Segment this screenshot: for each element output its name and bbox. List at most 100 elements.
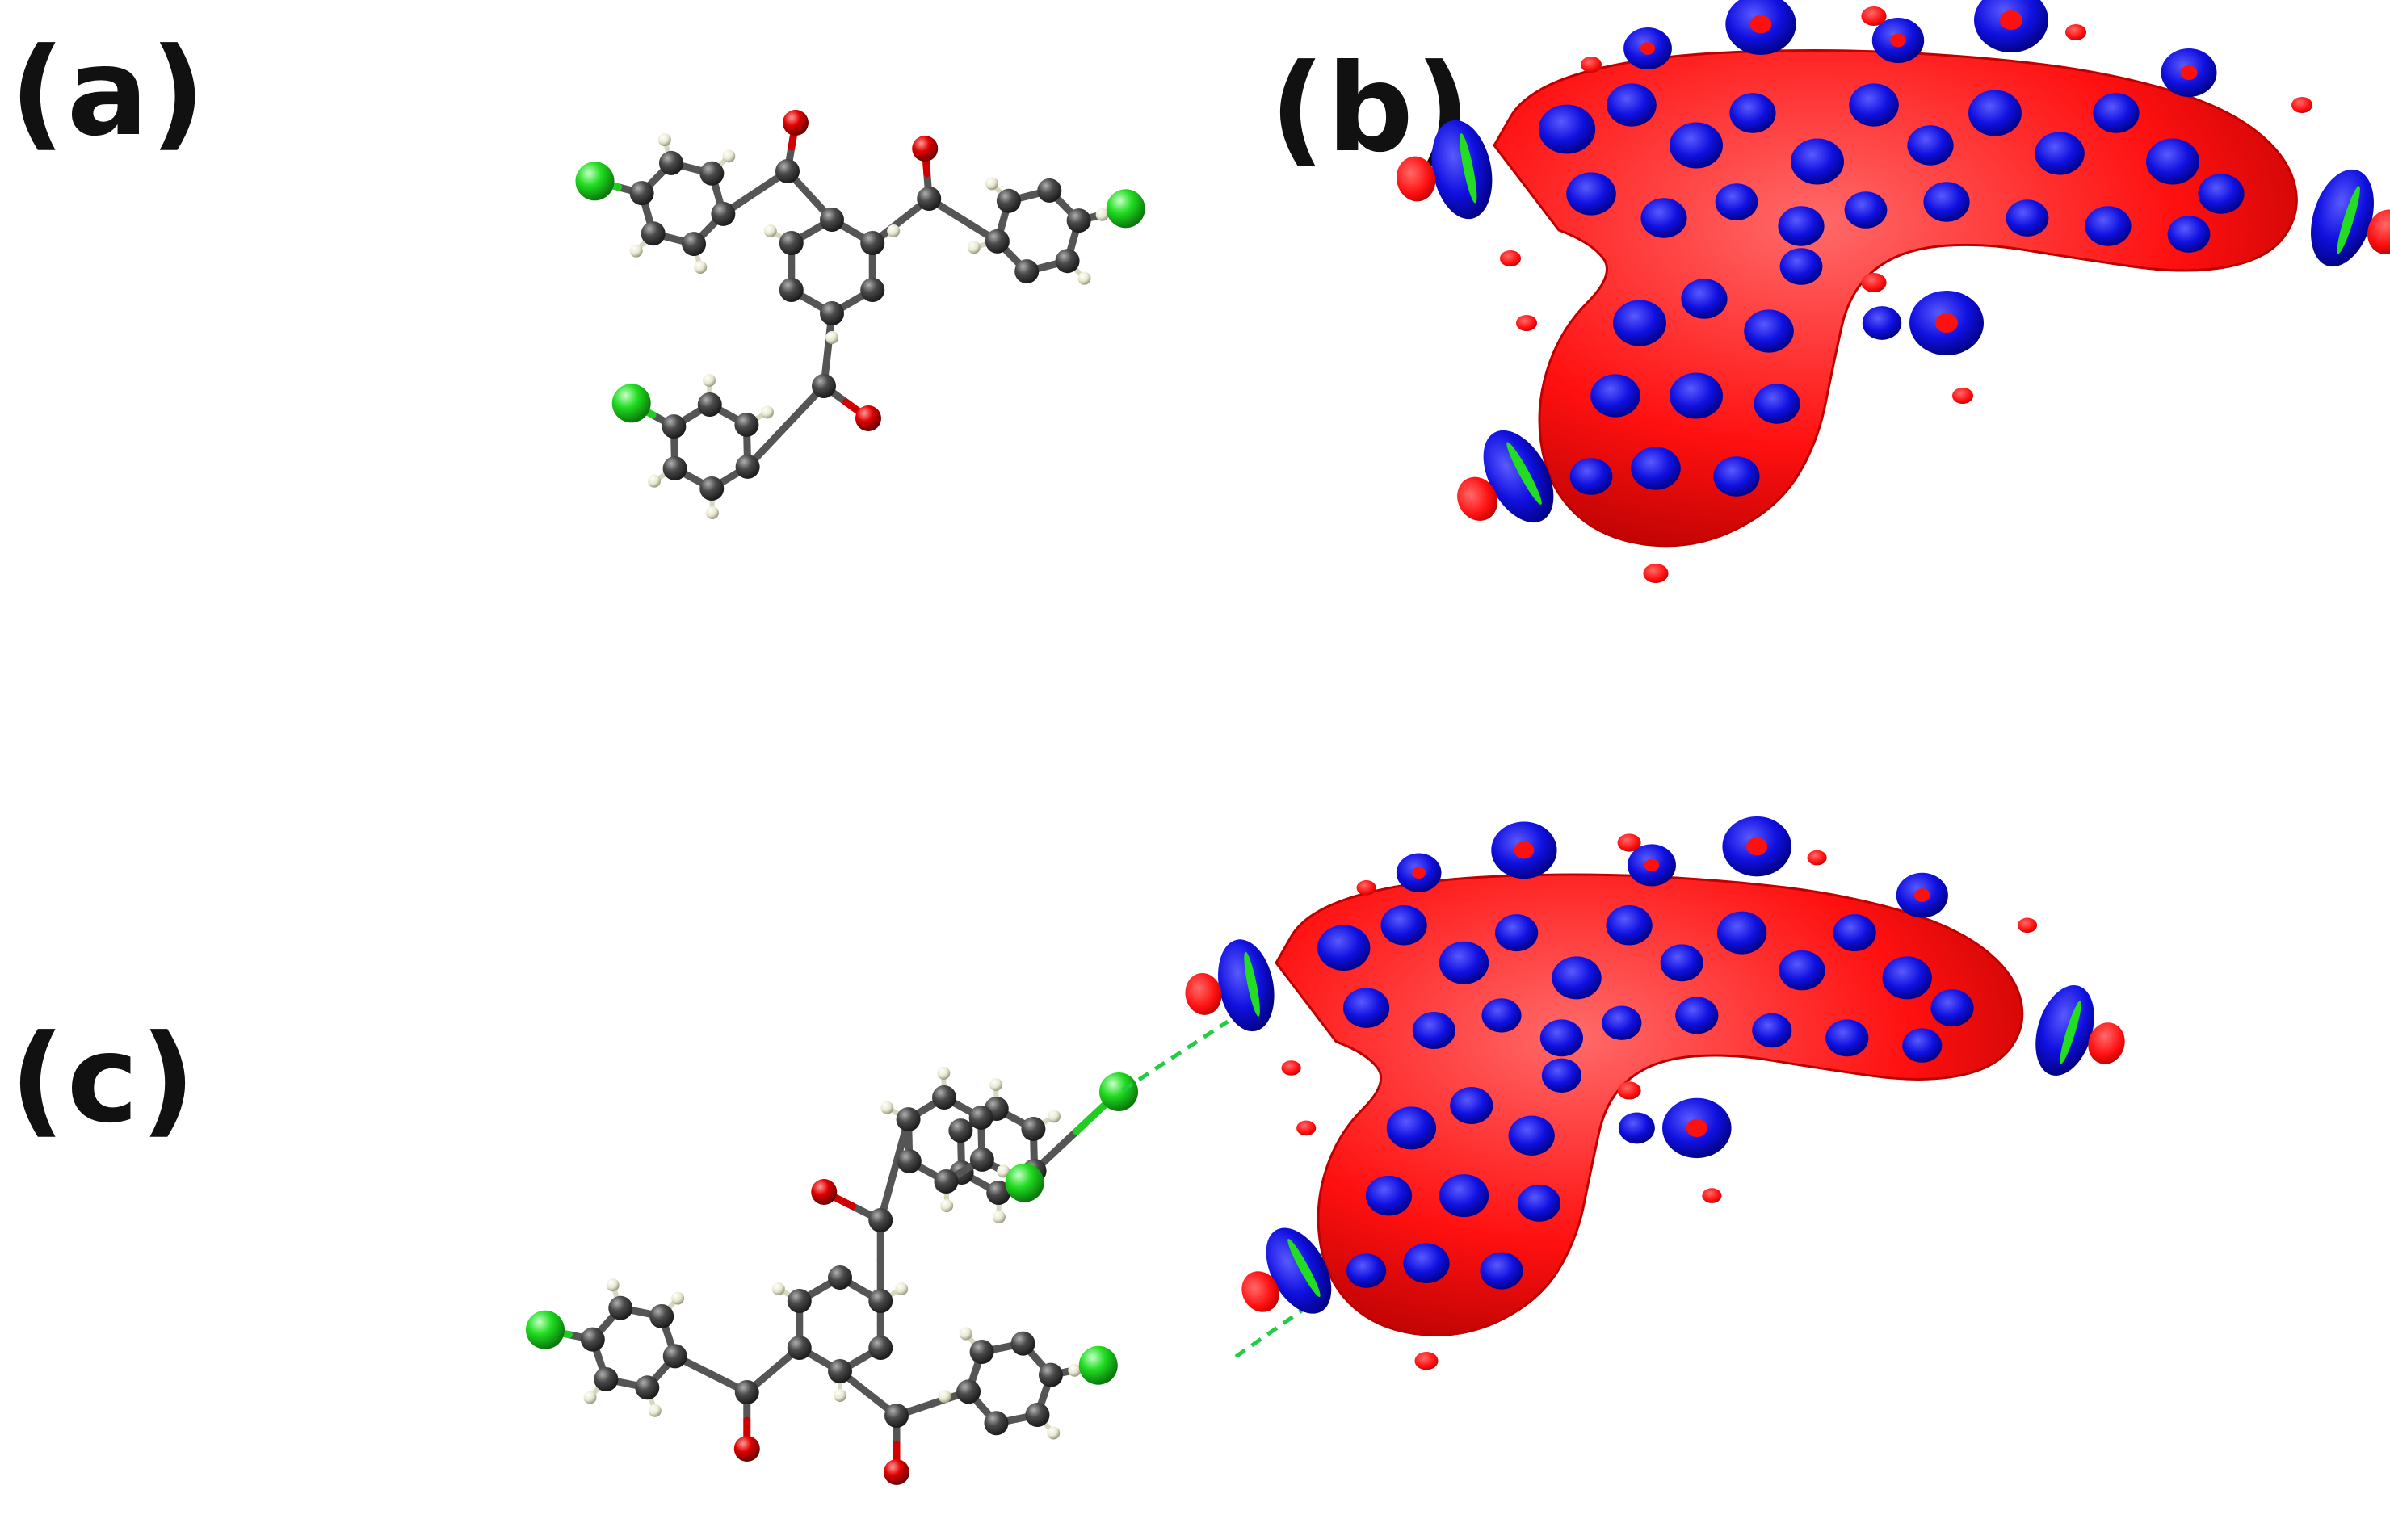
positive-potential-lobe — [1907, 125, 1954, 166]
carbon-atom — [735, 454, 760, 479]
hydrogen-atom — [1047, 1426, 1061, 1440]
negative-potential-droplet — [1861, 6, 1887, 26]
carbon-atom — [629, 181, 654, 206]
hydrogen-atom — [1068, 1363, 1082, 1377]
sigma-hole-cap — [1185, 973, 1222, 1015]
carbon-atom — [917, 187, 942, 211]
negative-potential-spot — [1749, 15, 1772, 34]
oxygen-atom — [855, 405, 881, 431]
chlorine-sigma-hole — [1396, 120, 1493, 220]
hydrogen-atom — [992, 1210, 1006, 1223]
hydrogen-atom — [722, 149, 736, 163]
carbon-atom — [896, 1107, 921, 1132]
negative-potential-spot — [1914, 888, 1930, 902]
hydrogen-atom — [671, 1291, 685, 1305]
positive-potential-lobe — [1791, 138, 1844, 185]
positive-potential-lobe — [1660, 944, 1703, 982]
carbon-atom — [868, 1208, 893, 1232]
negative-potential-droplet — [1516, 315, 1537, 331]
sigma-hole-seam — [1460, 133, 1477, 204]
hydrogen-atom — [937, 1067, 951, 1081]
negative-potential-spot — [1644, 858, 1660, 872]
positive-potential-lobe — [1508, 1115, 1555, 1156]
positive-potential-lobe — [1825, 1019, 1869, 1057]
hydrogen-atom — [959, 1327, 972, 1341]
positive-potential-lobe — [1569, 458, 1613, 495]
positive-potential-lobe — [1606, 905, 1653, 946]
carbon-atom — [996, 188, 1021, 213]
panel-label-c: (c) — [10, 1009, 198, 1150]
carbon-atom — [662, 414, 687, 439]
hydrogen-atom — [1048, 1110, 1061, 1123]
molecule-a — [575, 110, 1145, 519]
negative-potential-spot — [1890, 33, 1906, 48]
carbon-atom — [699, 476, 725, 501]
carbon-atom — [580, 1327, 605, 1352]
sigma-hole-seam — [1287, 1239, 1321, 1298]
carbon-atom — [934, 1169, 959, 1194]
carbon-atom — [787, 1289, 812, 1313]
positive-potential-lobe — [1833, 914, 1876, 952]
oxygen-atom — [884, 1459, 909, 1485]
positive-potential-lobe — [1481, 998, 1522, 1033]
positive-potential-lobe — [1930, 989, 1974, 1027]
positive-potential-lobe — [1346, 1253, 1387, 1288]
positive-potential-lobe — [1566, 172, 1616, 216]
positive-potential-lobe — [1778, 206, 1825, 246]
molecule-c-dimer-partner — [934, 1072, 1138, 1223]
carbon-atom — [948, 1118, 973, 1143]
hydrogen-atom — [985, 177, 998, 191]
sigma-hole-seam — [1506, 442, 1542, 505]
negative-potential-droplet — [1807, 850, 1827, 866]
positive-potential-lobe — [1670, 122, 1723, 169]
chlorine-atom — [611, 384, 651, 423]
carbon-atom — [658, 150, 683, 175]
negative-potential-spot — [1746, 837, 1768, 856]
carbon-atom — [682, 232, 707, 257]
positive-potential-lobe — [1450, 1087, 1493, 1124]
hydrogen-atom — [763, 224, 777, 237]
negative-potential-droplet — [1617, 833, 1641, 852]
positive-potential-lobe — [1631, 447, 1681, 490]
negative-potential-droplet — [1861, 273, 1887, 292]
carbon-atom — [868, 1336, 893, 1360]
carbon-atom — [868, 1289, 893, 1313]
hydrogen-atom — [703, 374, 716, 388]
carbon-atom — [711, 201, 736, 226]
positive-potential-lobe — [1882, 956, 1932, 1000]
carbon-atom — [985, 229, 1010, 254]
positive-potential-lobe — [1439, 941, 1489, 984]
positive-potential-lobe — [1844, 191, 1888, 229]
hydrogen-atom — [887, 224, 901, 237]
sigma-hole-belt — [2311, 169, 2374, 267]
carbon-atom — [1010, 1331, 1035, 1356]
carbon-atom — [608, 1295, 633, 1320]
carbon-atom — [1014, 259, 1040, 284]
positive-potential-lobe — [1552, 956, 1602, 1000]
negative-potential-droplet — [1356, 880, 1376, 896]
hydrogen-atom — [657, 133, 671, 147]
negative-potential-droplet — [1281, 1060, 1301, 1076]
hydrogen-atom — [834, 1389, 846, 1402]
oxygen-atom — [783, 110, 809, 136]
negative-potential-droplet — [1500, 250, 1521, 266]
sigma-hole-cap — [2367, 209, 2390, 254]
negative-potential-droplet — [1643, 564, 1669, 583]
negative-potential-spot — [1640, 42, 1656, 55]
positive-potential-lobe — [1618, 1112, 1655, 1144]
carbon-atom — [1066, 208, 1091, 233]
chlorine-sigma-hole — [1457, 430, 1554, 523]
positive-potential-lobe — [1713, 456, 1760, 497]
hydrogen-atom — [1095, 208, 1109, 221]
negative-potential-spot — [1514, 841, 1535, 859]
chlorine-atom — [1106, 189, 1145, 229]
negative-potential-droplet — [1702, 1188, 1722, 1203]
carbon-atom — [1037, 178, 1062, 203]
negative-potential-spot — [1412, 867, 1426, 879]
oxygen-atom — [733, 1436, 760, 1462]
carbon-atom — [779, 231, 804, 255]
positive-potential-lobe — [1744, 309, 1794, 353]
positive-potential-lobe — [1716, 911, 1767, 955]
hydrogen-atom — [895, 1282, 909, 1295]
hydrogen-atom — [629, 244, 643, 258]
